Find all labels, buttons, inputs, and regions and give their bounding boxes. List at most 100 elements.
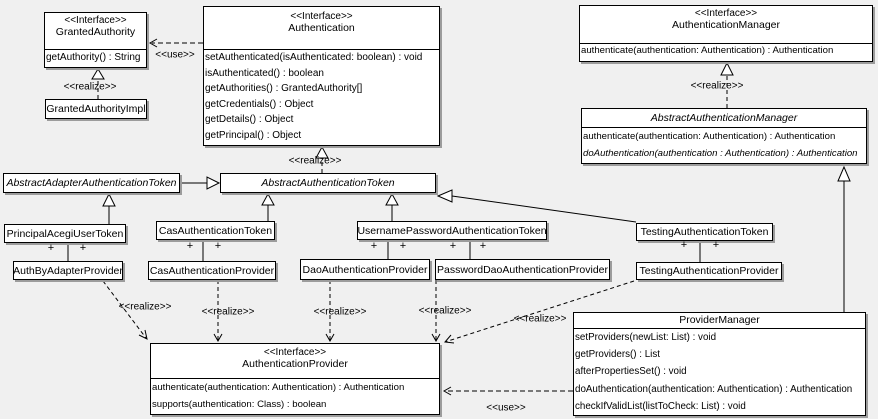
realize-label: <<realize>> (690, 80, 744, 92)
realize-label: <<realize>> (63, 81, 117, 93)
class-name: AuthenticationManager (672, 19, 780, 31)
class-name: CasAuthenticationToken (158, 224, 273, 237)
gen-edge-testingtoken (451, 195, 637, 223)
class-password-dao-authentication-provider[interactable]: PasswordDaoAuthenticationProvider (435, 259, 610, 280)
method-compartment: authenticate(authentication: Authenticat… (151, 378, 439, 413)
class-header: <<Interface>> GrantedAuthority (45, 13, 146, 49)
class-authentication[interactable]: <<Interface>> Authentication setAuthenti… (203, 6, 440, 146)
class-name: TestingAuthenticationProvider (639, 265, 779, 277)
stereotype-label: <<Interface>> (694, 8, 758, 19)
class-name: ProviderManager (679, 314, 760, 326)
class-cas-authentication-token[interactable]: CasAuthenticationToken (156, 221, 275, 240)
method-compartment: authenticate(authentication: Authenticat… (580, 43, 872, 58)
realize-arrowhead-1 (138, 329, 148, 340)
class-testing-authentication-token[interactable]: TestingAuthenticationToken (636, 223, 773, 241)
multiplicity-plus: + (370, 240, 378, 252)
class-name: AbstractAdapterAuthenticationToken (6, 177, 177, 189)
method: getDetails() : Object (205, 114, 294, 126)
method-compartment: getAuthority() : String (45, 49, 146, 66)
gen-triangle-abstracttoken-cas (261, 192, 275, 206)
multiplicity-plus: + (47, 242, 55, 254)
realize-arrowhead-3 (325, 333, 335, 343)
multiplicity-plus: + (449, 240, 457, 252)
realize-label: <<realize>> (313, 306, 367, 318)
use-label: <<use>> (155, 49, 195, 61)
class-name: CasAuthenticationProvider (149, 264, 275, 277)
method: getCredentials() : Object (205, 98, 314, 110)
class-provider-manager[interactable]: ProviderManager setProviders(newList: Li… (573, 312, 866, 416)
method: afterPropertiesSet() : void (575, 366, 687, 378)
class-name: AuthenticationProvider (242, 358, 348, 370)
gen-triangle-abstractmanager (837, 165, 851, 182)
class-header: <<Interface>> Authentication (204, 7, 439, 49)
class-name: PasswordDaoAuthenticationProvider (436, 263, 608, 276)
class-name: UsernamePasswordAuthenticationToken (357, 224, 547, 237)
class-dao-authentication-provider[interactable]: DaoAuthenticationProvider (300, 259, 430, 280)
method: getAuthority() : String (46, 52, 141, 63)
method: getPrincipal() : Object (205, 129, 302, 141)
gen-triangle-abstracttoken-userpass (385, 192, 399, 206)
class-authentication-provider[interactable]: <<Interface>> AuthenticationProvider aut… (150, 343, 440, 415)
realize-arrowhead-4 (431, 333, 441, 343)
method: authenticate(authentication: Authenticat… (583, 131, 836, 142)
realize-arrowhead-2 (213, 333, 223, 343)
class-name: GrantedAuthorityImpl (46, 103, 146, 115)
method: setProviders(newList: List) : void (575, 332, 717, 343)
method: isAuthenticated() : boolean (205, 67, 324, 79)
class-name: AbstractAuthenticationManager (650, 112, 798, 124)
class-name: AbstractAuthenticationToken (261, 177, 395, 189)
class-abstract-adapter-authentication-token[interactable]: AbstractAdapterAuthenticationToken (3, 173, 180, 193)
class-cas-authentication-provider[interactable]: CasAuthenticationProvider (148, 261, 276, 280)
realize-arrowhead-5 (444, 334, 455, 344)
multiplicity-plus: + (399, 240, 407, 252)
multiplicity-plus: + (186, 240, 194, 252)
realize-label: <<realize>> (118, 301, 172, 313)
class-auth-by-adapter-provider[interactable]: AuthByAdapterProvider (13, 261, 123, 280)
gen-triangle-abstracttoken-left (206, 176, 221, 190)
class-name: Authentication (288, 22, 355, 34)
method: supports(authentication: Class) : boolea… (152, 399, 327, 410)
stereotype-label: <<Interface>> (64, 15, 127, 26)
method: doAuthentication(authentication: Authent… (575, 383, 853, 395)
multiplicity-plus: + (712, 239, 720, 251)
multiplicity-plus: + (680, 239, 688, 251)
class-abstract-authentication-token[interactable]: AbstractAuthenticationToken (220, 173, 436, 193)
multiplicity-plus: + (479, 240, 487, 252)
class-name: GrantedAuthority (55, 26, 136, 38)
class-name: AuthByAdapterProvider (13, 264, 123, 277)
class-name: PrincipalAcegiUserToken (6, 227, 124, 240)
realize-triangle-grantedauthority (91, 68, 105, 80)
gen-triangle-adaptertoken (102, 192, 116, 207)
realize-edge-testingprovider (444, 280, 635, 343)
method: setAuthenticated(isAuthenticated: boolea… (205, 52, 423, 63)
realize-label: <<realize>> (288, 155, 342, 167)
stereotype-label: <<Interface>> (290, 11, 353, 22)
class-testing-authentication-provider[interactable]: TestingAuthenticationProvider (636, 262, 782, 280)
multiplicity-plus: + (79, 242, 87, 254)
class-authentication-manager[interactable]: <<Interface>> AuthenticationManager auth… (579, 5, 873, 62)
class-abstract-authentication-manager[interactable]: AbstractAuthenticationManager authentica… (581, 108, 867, 164)
method: checkIfValidList(listToCheck: List) : vo… (575, 400, 746, 412)
class-name: TestingAuthenticationToken (640, 226, 769, 238)
class-username-password-authentication-token[interactable]: UsernamePasswordAuthenticationToken (357, 221, 547, 240)
realize-triangle-authenticationmanager (720, 61, 734, 76)
realize-triangle-authentication (315, 145, 329, 159)
stereotype-label: <<Interface>> (263, 347, 327, 358)
class-name: DaoAuthenticationProvider (302, 263, 428, 276)
use-arrowhead-2 (442, 386, 452, 396)
method-compartment: setProviders(newList: List) : void getPr… (574, 328, 865, 415)
class-header: <<Interface>> AuthenticationProvider (151, 344, 439, 378)
method-compartment: setAuthenticated(isAuthenticated: boolea… (204, 49, 439, 144)
gen-triangle-abstracttoken-testing (436, 189, 453, 203)
method-compartment: authenticate(authentication: Authenticat… (582, 127, 866, 162)
method: getProviders() : List (575, 349, 660, 361)
class-granted-authority[interactable]: <<Interface>> GrantedAuthority getAuthor… (44, 12, 147, 68)
method: authenticate(authentication: Authenticat… (152, 382, 405, 393)
class-granted-authority-impl[interactable]: GrantedAuthorityImpl (45, 99, 147, 119)
class-principal-acegi-user-token[interactable]: PrincipalAcegiUserToken (4, 224, 126, 243)
class-header: <<Interface>> AuthenticationManager (580, 6, 872, 43)
realize-edge-authbyadapterprovider (102, 280, 147, 339)
realize-label: <<realize>> (418, 305, 472, 317)
